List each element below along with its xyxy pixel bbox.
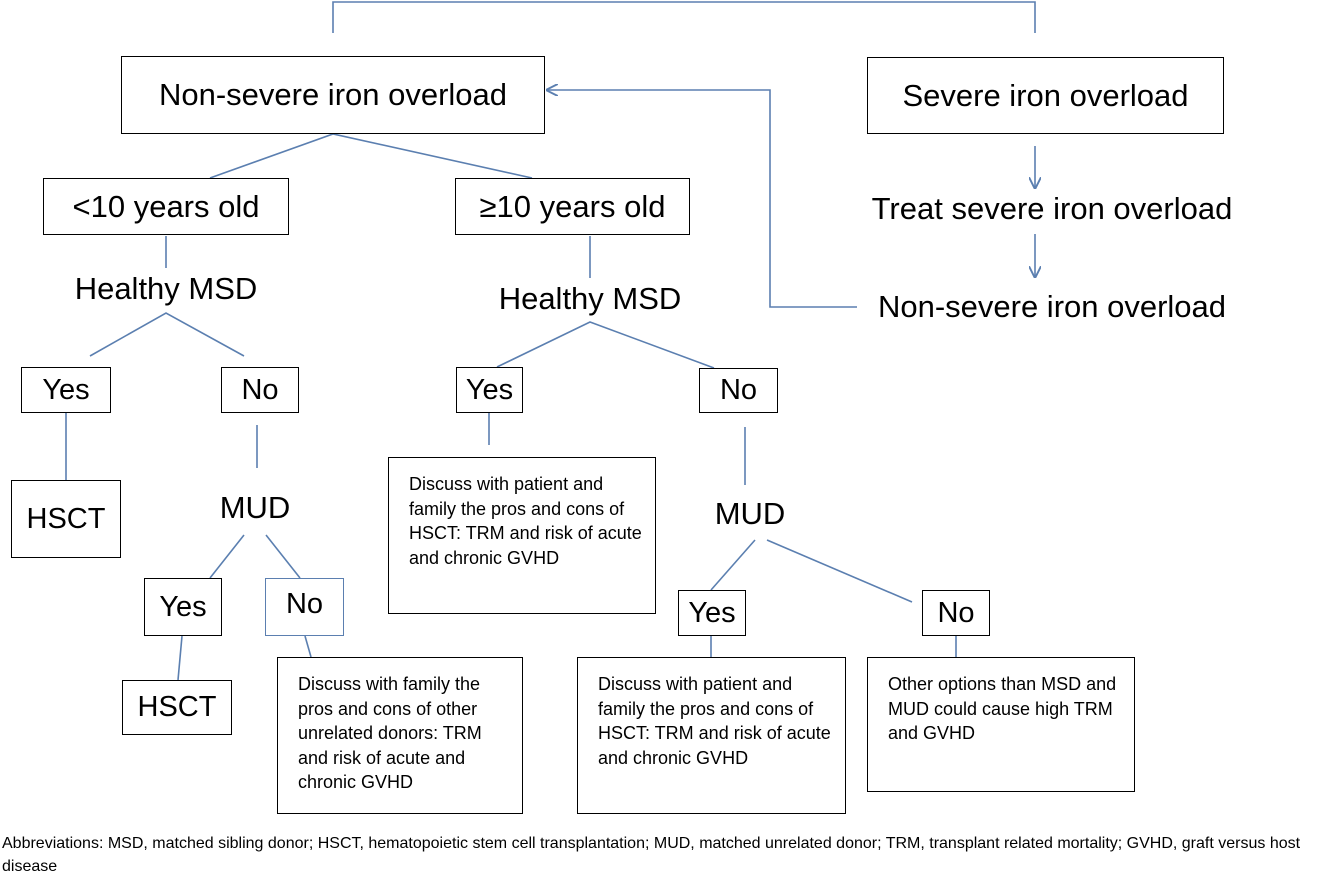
discuss-mud-text: Discuss with patient and family the pros…: [598, 674, 831, 768]
no-right-2-label: No: [937, 596, 975, 629]
yes-left-2-box: Yes: [144, 578, 222, 636]
hsct-2-label: HSCT: [137, 691, 217, 723]
line-no-discuss: [304, 635, 312, 658]
arrow-loop-back: [547, 90, 857, 308]
split-mud-right-b: [766, 539, 913, 603]
abbreviations-footnote: Abbreviations: MSD, matched sibling dono…: [2, 835, 1301, 875]
split-age: [209, 133, 533, 179]
yes-left-2-label: Yes: [159, 590, 207, 623]
no-left-2-label: No: [285, 587, 324, 620]
discuss-mud-box: Discuss with patient and family the pros…: [577, 657, 846, 814]
age-10-plus-label: ≥10 years old: [479, 188, 666, 224]
split-msd-left: [89, 312, 245, 357]
severe-overload-box: Severe iron overload: [867, 57, 1224, 134]
treat-severe-label: Treat severe iron overload: [871, 191, 1233, 226]
split-mud-right-a: [710, 539, 756, 591]
no-left-2-box: No: [265, 578, 344, 636]
healthy-msd-left-label: Healthy MSD: [74, 271, 258, 306]
yes-left-1-label: Yes: [42, 373, 90, 406]
nonsevere-overload-right-label: Non-severe iron overload: [877, 289, 1227, 324]
yes-right-2-label: Yes: [688, 596, 736, 629]
split-mud-left-b: [265, 534, 301, 579]
age-under-10-box: <10 years old: [43, 178, 289, 235]
hsct-1-label: HSCT: [26, 502, 106, 535]
line-yes-hsct2: [177, 635, 183, 681]
hsct-2-box: HSCT: [122, 680, 232, 735]
discuss-other-donors-box: Discuss with family the pros and cons of…: [277, 657, 523, 814]
yes-right-1-label: Yes: [465, 373, 514, 406]
yes-right-1-box: Yes: [456, 367, 523, 413]
age-10-plus-box: ≥10 years old: [455, 178, 690, 235]
mud-right-label: MUD: [714, 496, 786, 531]
discuss-msd-box: Discuss with patient and family the pros…: [388, 457, 656, 614]
discuss-msd-text: Discuss with patient and family the pros…: [409, 474, 642, 568]
no-right-1-box: No: [699, 368, 778, 413]
nonsevere-overload-top-box: Non-severe iron overload: [121, 56, 545, 134]
severe-overload-label: Severe iron overload: [902, 77, 1189, 113]
other-options-text: Other options than MSD and MUD could cau…: [888, 674, 1117, 743]
healthy-msd-right-label: Healthy MSD: [498, 281, 682, 316]
no-left-1-box: No: [221, 367, 299, 413]
mud-left-label: MUD: [219, 490, 291, 525]
split-msd-right: [496, 321, 715, 369]
top-split-bracket: [332, 1, 1036, 33]
no-left-1-label: No: [241, 373, 279, 406]
no-right-1-label: No: [719, 374, 758, 406]
no-right-2-box: No: [922, 590, 990, 636]
age-under-10-label: <10 years old: [72, 188, 260, 224]
nonsevere-overload-top-label: Non-severe iron overload: [158, 77, 508, 112]
discuss-other-donors-text: Discuss with family the pros and cons of…: [298, 674, 482, 792]
split-mud-left: [209, 534, 245, 579]
other-options-box: Other options than MSD and MUD could cau…: [867, 657, 1135, 792]
yes-left-1-box: Yes: [21, 367, 111, 413]
yes-right-2-box: Yes: [678, 590, 746, 636]
hsct-1-box: HSCT: [11, 480, 121, 558]
